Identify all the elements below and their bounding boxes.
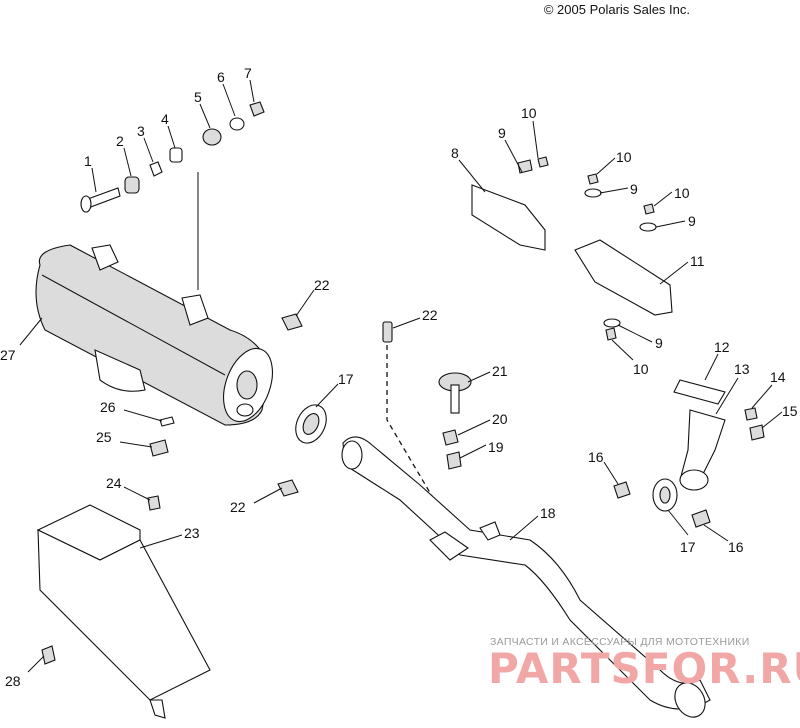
leader-lines [19, 79, 783, 673]
callout-8: 8 [451, 145, 459, 161]
callout-27: 27 [0, 347, 16, 363]
callout-17a: 17 [338, 371, 354, 387]
callout-25: 25 [96, 429, 112, 445]
watermark-tagline: ЗАПЧАСТИ И АКСЕССУАРЫ ДЛЯ МОТОТЕХНИКИ [490, 636, 750, 648]
clamp-22b [277, 479, 299, 497]
callout-12: 12 [714, 339, 730, 355]
callout-labels: 1 2 3 4 5 6 7 8 9 10 10 9 10 9 11 9 10 1… [0, 65, 798, 689]
callout-9c: 9 [688, 213, 696, 229]
part-26 [159, 416, 175, 427]
callout-22a: 22 [314, 277, 330, 293]
callout-17b: 17 [680, 539, 696, 555]
callout-10c: 10 [674, 185, 690, 201]
callout-6: 6 [217, 69, 225, 85]
callout-15: 15 [782, 403, 798, 419]
callout-26: 26 [100, 399, 116, 415]
callout-23: 23 [184, 525, 200, 541]
callout-11: 11 [690, 253, 705, 269]
watermark-logo: PARTSFOR.RU [488, 644, 800, 693]
callout-3: 3 [137, 123, 145, 139]
callout-10a: 10 [521, 105, 537, 121]
callout-10b: 10 [616, 149, 632, 165]
callout-9a: 9 [498, 125, 506, 141]
callout-28: 28 [5, 673, 21, 689]
callout-9d: 9 [655, 335, 663, 351]
callout-1: 1 [84, 153, 92, 169]
callout-5: 5 [194, 89, 202, 105]
heat-shield [36, 495, 211, 719]
muffler [35, 172, 273, 426]
callout-19: 19 [488, 439, 504, 455]
sensor-22 [382, 321, 393, 343]
hardware-1-7 [80, 101, 265, 213]
copyright-text: © 2005 Polaris Sales Inc. [543, 2, 690, 17]
callout-10d: 10 [633, 361, 649, 377]
callout-18: 18 [540, 505, 556, 521]
parts-19-21 [438, 372, 472, 470]
clamp-22a [281, 313, 303, 331]
callout-9b: 9 [630, 181, 638, 197]
gasket-12 [673, 379, 726, 405]
callout-22b: 22 [422, 307, 438, 323]
callout-16b: 16 [728, 539, 744, 555]
callout-21: 21 [492, 363, 508, 379]
head-pipe [341, 436, 711, 718]
callout-13: 13 [734, 361, 750, 377]
callout-7: 7 [244, 65, 252, 81]
callout-24: 24 [106, 475, 122, 491]
bracket-8 [471, 184, 546, 251]
callout-16a: 16 [588, 449, 604, 465]
callout-14: 14 [770, 369, 786, 385]
callout-22c: 22 [230, 499, 246, 515]
bracket-11 [574, 239, 673, 316]
part-25 [149, 439, 169, 457]
callout-4: 4 [161, 111, 169, 127]
callout-20: 20 [492, 411, 508, 427]
callout-2: 2 [116, 133, 124, 149]
